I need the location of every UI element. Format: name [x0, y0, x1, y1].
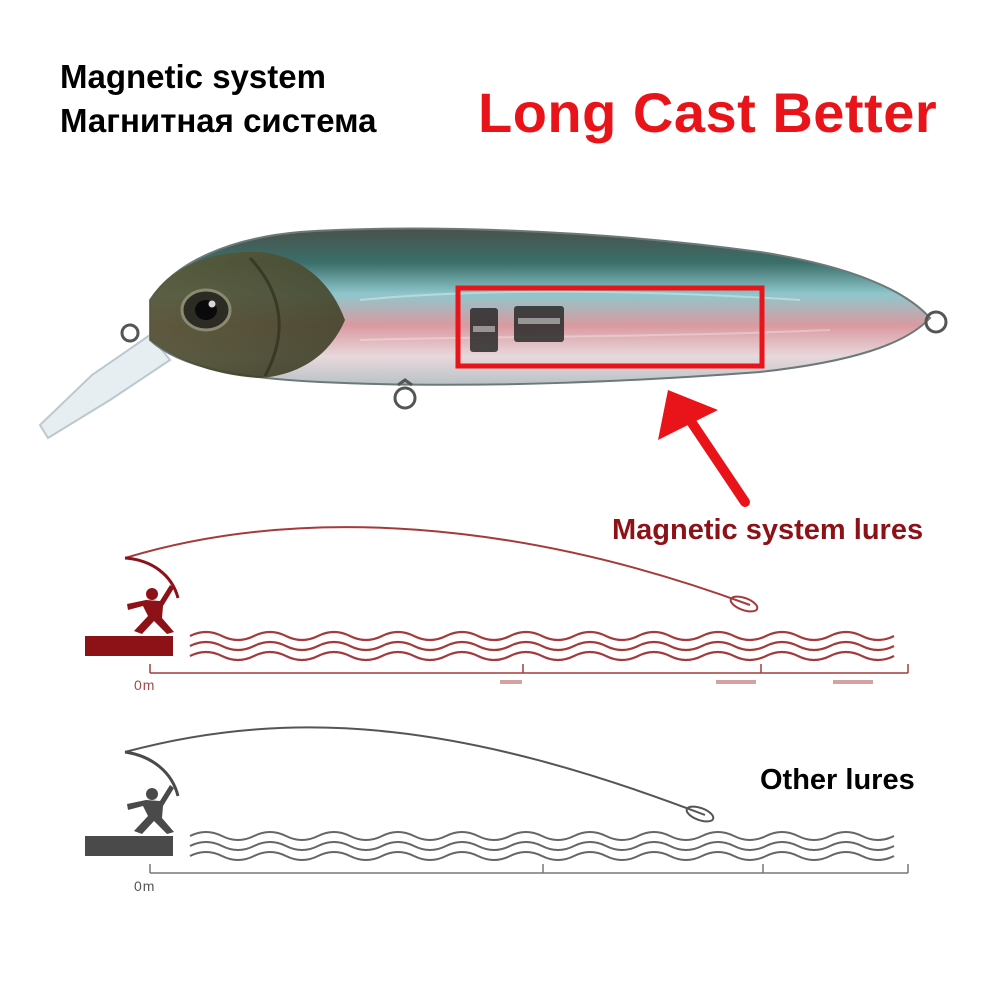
- promo-long-cast-better: Long Cast Better: [478, 81, 938, 144]
- magnetic-platform: [85, 636, 173, 656]
- lure-nose-eye: [120, 323, 140, 343]
- magnetic-cast-diagram: [85, 526, 909, 684]
- other-cast-trajectory: [124, 726, 706, 816]
- lure-belly-hook-ring: [393, 386, 417, 410]
- magnetic-lures-label: Magnetic system lures: [612, 514, 924, 546]
- magnetic-system-highlight-box: [455, 285, 765, 369]
- callout-arrow-icon: [658, 390, 750, 507]
- magnetic-scale-zero-label: 0m: [134, 677, 156, 693]
- magnetic-fisherman-icon: [127, 585, 174, 634]
- lure-tail-eye: [924, 310, 948, 334]
- fishing-lure: [38, 227, 948, 440]
- other-cast-diagram: [85, 726, 909, 874]
- lure-diving-lip: [38, 333, 172, 440]
- lure-eye: [180, 288, 232, 332]
- other-lure-landing: [685, 805, 715, 823]
- magnetic-cast-trajectory: [124, 526, 751, 606]
- other-platform: [85, 836, 173, 856]
- other-fisherman-icon: [127, 785, 174, 834]
- magnetic-lure-landing: [729, 595, 759, 613]
- lure-head: [150, 251, 345, 378]
- other-lures-label: Other lures: [760, 764, 915, 796]
- other-scale-zero-label: 0m: [134, 878, 156, 894]
- headline-english: Magnetic system: [60, 58, 326, 95]
- headline-russian: Магнитная система: [60, 102, 377, 139]
